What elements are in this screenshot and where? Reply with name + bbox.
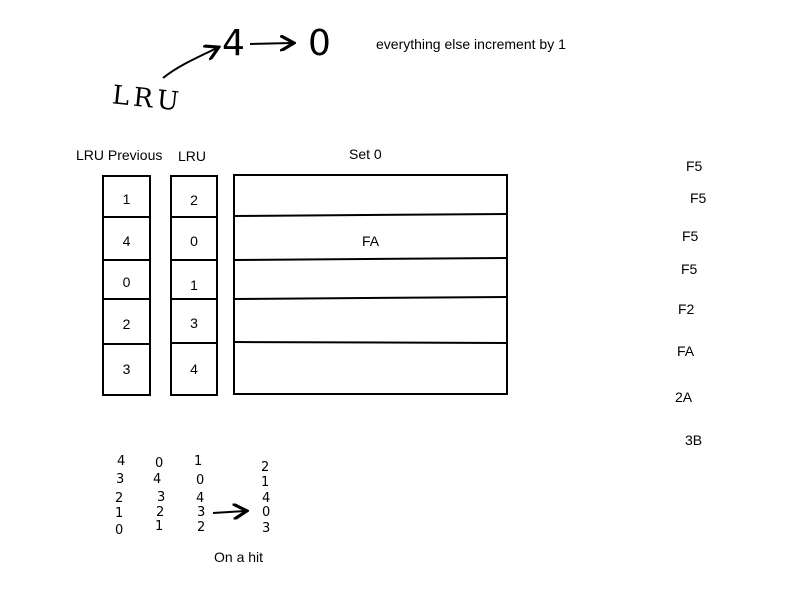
from-value: 4	[222, 23, 245, 64]
lru-previous-divider	[102, 343, 151, 345]
history-value: 0	[262, 505, 271, 520]
lru-label: LRU	[178, 148, 207, 164]
history-value: 4	[262, 491, 271, 506]
history-value: 3	[262, 521, 271, 536]
history-value: 4	[153, 472, 162, 487]
access-entry: F2	[678, 301, 695, 317]
lru-previous-divider	[102, 259, 151, 261]
lru-previous-cell: 3	[122, 361, 131, 377]
lru-previous-divider	[102, 216, 151, 218]
lru-previous-cell: 2	[122, 316, 131, 332]
history-value: 1	[115, 506, 124, 521]
history-value: 0	[115, 523, 124, 538]
access-entry: F5	[686, 158, 703, 174]
history-value: 3	[197, 505, 206, 520]
history-value: 4	[196, 491, 205, 506]
history-value: 2	[156, 505, 165, 520]
history-value: 1	[194, 454, 203, 469]
lru-previous-cell: 0	[122, 274, 131, 290]
lru-cell: 2	[190, 192, 198, 208]
set0-block: FA	[233, 174, 508, 395]
history-value: 2	[197, 520, 206, 535]
history-value: 3	[157, 490, 166, 505]
hit-caption: On a hit	[214, 549, 264, 565]
history-value: 2	[261, 460, 270, 475]
access-entry: 2A	[675, 389, 693, 405]
lru-divider	[170, 259, 218, 261]
lru-cell: 0	[190, 233, 198, 249]
lru-previous-cell: 4	[122, 233, 131, 249]
lru-previous-column: 1 4 0 2 3	[102, 175, 151, 396]
lru-cell: 1	[190, 277, 198, 293]
history-value: 2	[115, 491, 124, 506]
history-value: 3	[116, 472, 125, 487]
transition-arrow	[249, 43, 292, 44]
history-value: 0	[155, 456, 164, 471]
lru-divider	[170, 342, 218, 344]
hit-arrow	[212, 511, 245, 513]
to-value: 0	[308, 23, 331, 64]
history-value: 1	[155, 519, 164, 534]
lru-previous-cell: 1	[122, 191, 131, 207]
access-entry: F5	[690, 190, 707, 206]
set-label: Set 0	[349, 146, 382, 162]
lru-divider	[170, 298, 218, 300]
lru-cell: 3	[190, 315, 198, 331]
lru-previous-divider	[102, 298, 151, 300]
set0-entry: FA	[361, 233, 380, 249]
history-value: 1	[261, 475, 270, 490]
lru-divider	[170, 216, 218, 218]
access-entry: F5	[682, 228, 699, 244]
history-value: 0	[196, 473, 205, 488]
access-entry: 3B	[685, 432, 703, 448]
history-value: 4	[117, 454, 126, 469]
lru-previous-label: LRU Previous	[76, 147, 163, 163]
access-entry: F5	[681, 261, 698, 277]
access-entry: FA	[677, 343, 695, 359]
lru-cell: 4	[190, 361, 198, 377]
lru-column: 2 0 1 3 4	[170, 175, 218, 396]
increment-note: everything else increment by 1	[376, 36, 566, 52]
lru-handwritten-label: LRU	[110, 80, 185, 118]
lru-arrow	[162, 48, 217, 79]
